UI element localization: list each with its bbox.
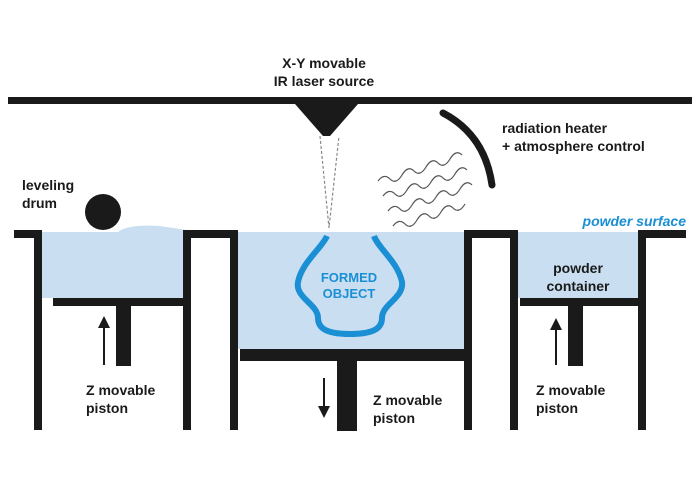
piston-right-label-line2: piston [536,400,578,416]
left-chamber-outer-wall [34,230,42,430]
left-piston-plate [53,298,183,306]
left-inner-block [183,230,238,238]
drum-label-line2: drum [22,195,57,211]
arrow-up-right [550,318,562,365]
leveling-drum [85,194,121,230]
powder-right-chamber [518,232,638,298]
laser-label-line2: IR laser source [274,73,375,89]
right-inner-wall-a [464,230,472,430]
laser-label-line1: X-Y movable [282,55,366,71]
left-inner-wall-b [230,230,238,430]
center-piston-rod [337,361,357,431]
heater-label-line2: + atmosphere control [502,138,645,154]
drum-label-line1: leveling [22,177,74,193]
container-label-line1: powder [553,260,603,276]
piston-left-label-line2: piston [86,400,128,416]
center-piston-plate [240,349,464,361]
radiation-heater [439,109,496,189]
arrow-down-center [318,378,330,418]
object-label-line2: OBJECT [323,286,376,301]
heater-label-line1: radiation heater [502,120,608,136]
left-piston-rod [116,306,131,366]
powder-surface-label: powder surface [582,213,687,229]
powder-wave [118,225,200,232]
right-chamber-outer-wall [638,230,646,430]
left-chamber-top-lip [14,230,42,238]
right-piston-plate [520,298,638,306]
laser-rail [8,97,692,104]
piston-left-label-line1: Z movable [86,382,155,398]
left-inner-wall-a [183,230,191,430]
right-chamber-top-lip [638,230,686,238]
laser-source [295,104,358,136]
object-label-line1: FORMED [321,270,377,285]
piston-center-label-line1: Z movable [373,392,442,408]
laser-beam [319,135,340,229]
right-inner-wall-b [510,230,518,430]
right-inner-block [464,230,518,238]
formed-object [294,234,406,337]
container-label-line2: container [546,278,610,294]
arrow-up-left [98,316,110,365]
heat-waves [377,152,473,227]
piston-right-label-line1: Z movable [536,382,605,398]
right-piston-rod [568,306,583,366]
piston-center-label-line2: piston [373,410,415,426]
powder-left-chamber [42,232,183,298]
